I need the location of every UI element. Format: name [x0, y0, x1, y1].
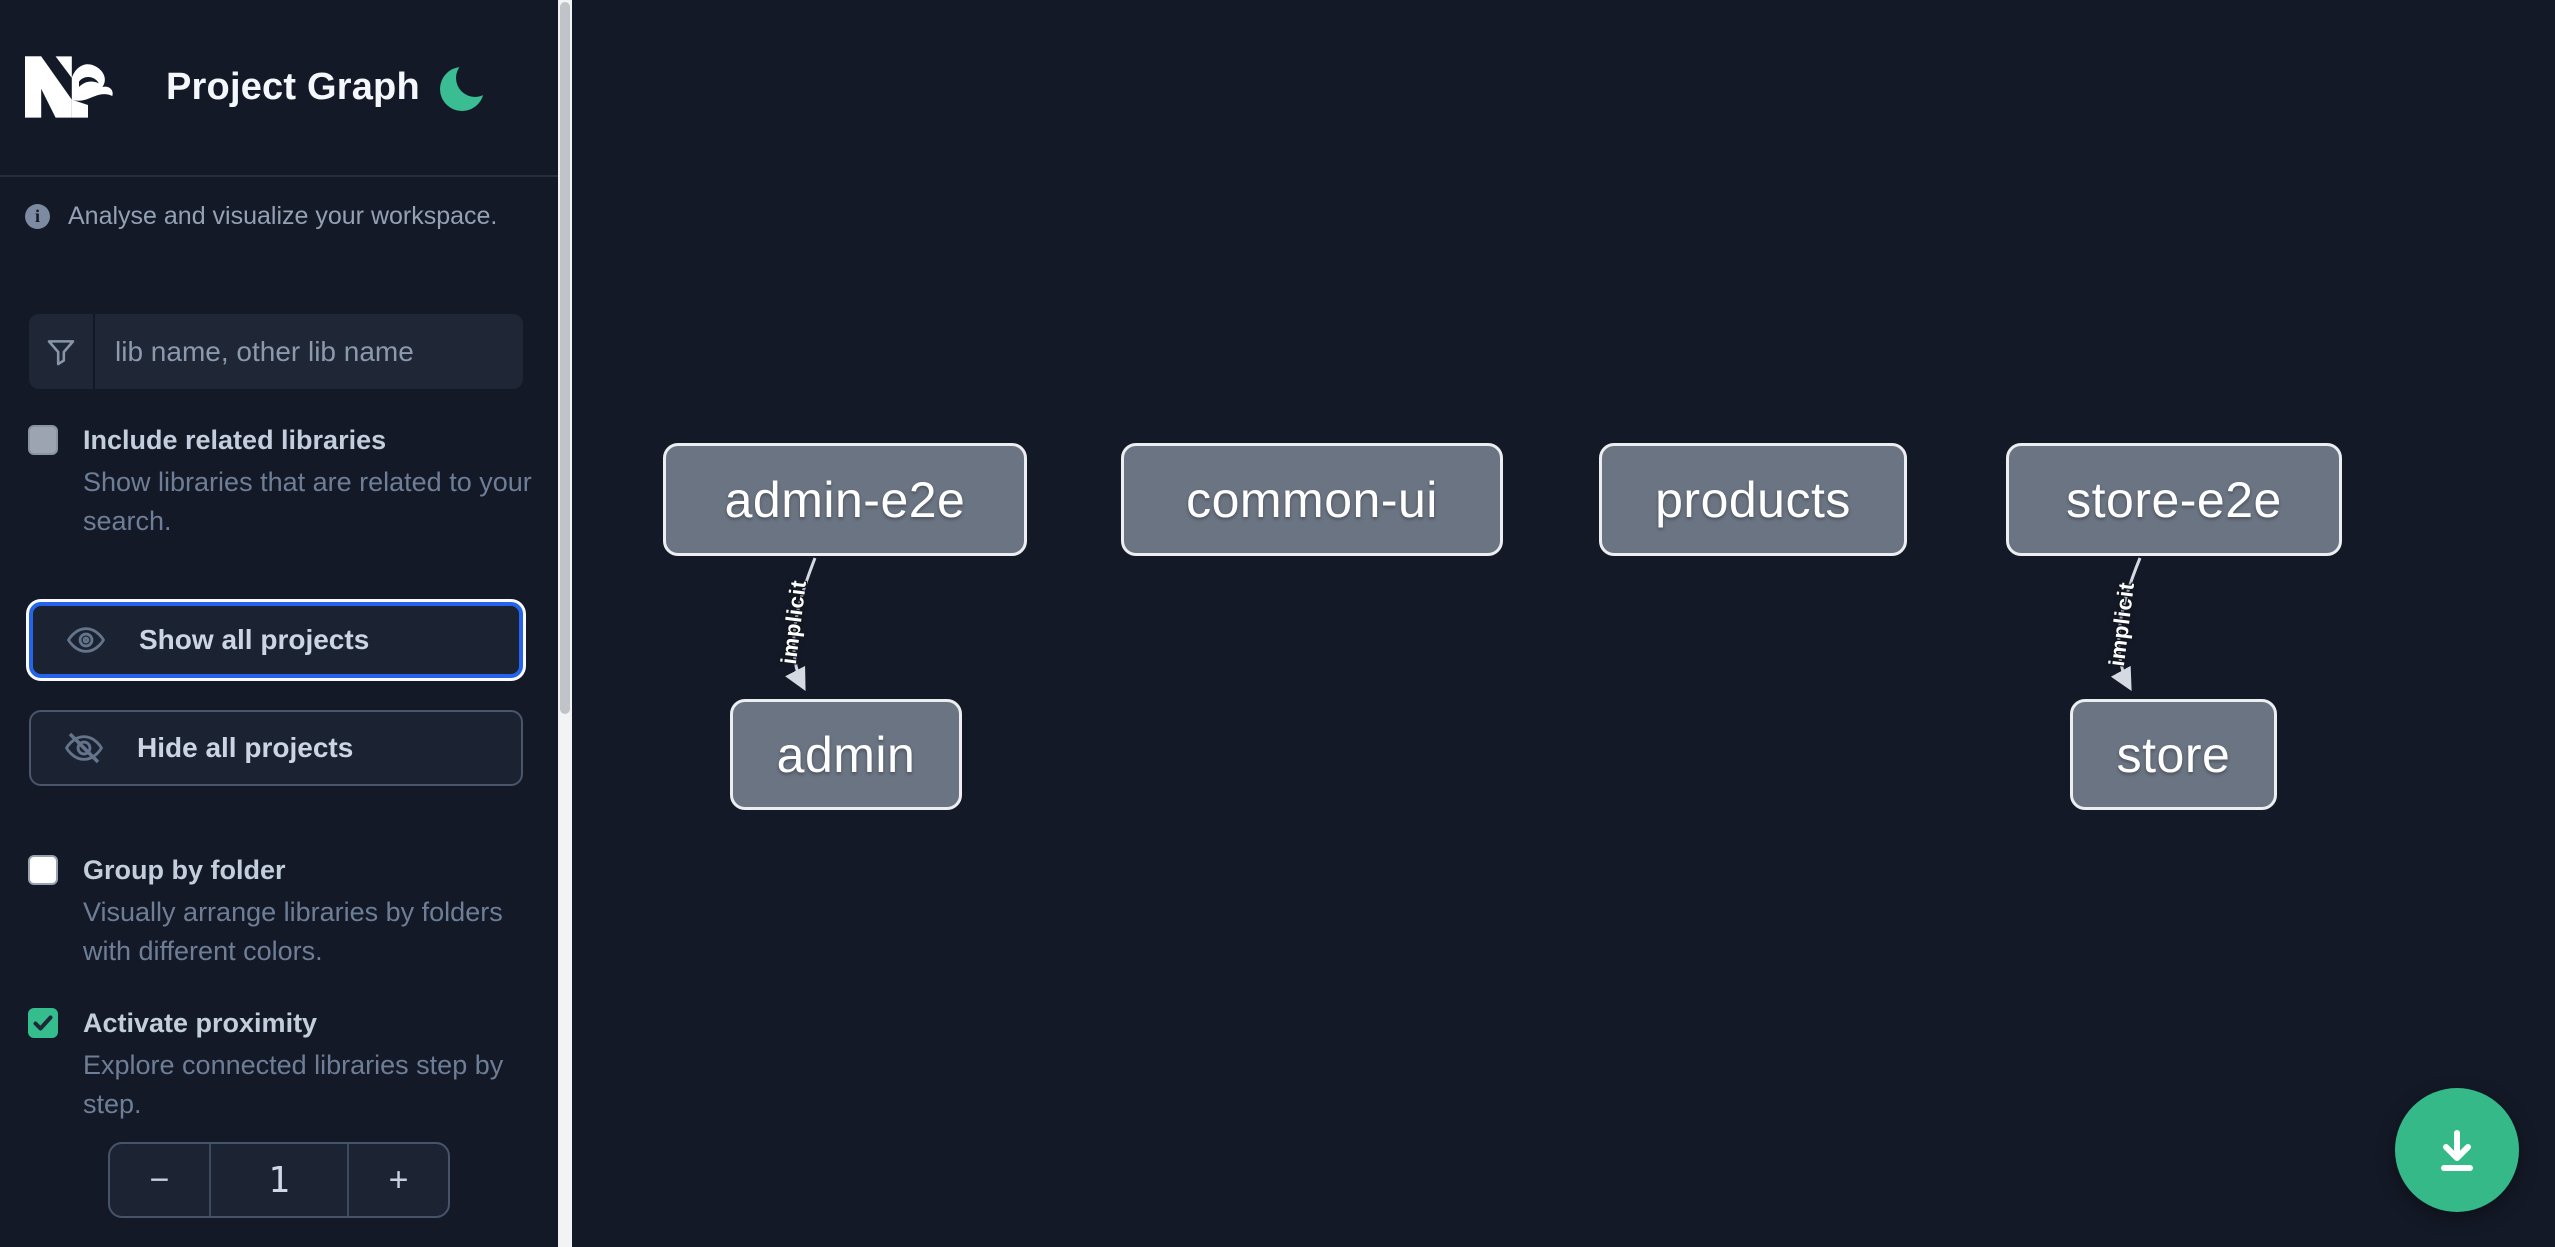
eye-off-icon	[64, 732, 104, 764]
tagline-text: Analyse and visualize your workspace.	[68, 202, 498, 230]
download-graph-button[interactable]	[2395, 1088, 2519, 1212]
show-all-projects-label: Show all projects	[139, 624, 370, 655]
project-node-admin[interactable]: admin	[730, 699, 962, 810]
sidebar: Project Graph i Analyse and visualize yo…	[0, 0, 572, 1247]
edge-admin-e2e-to-admin[interactable]	[785, 557, 817, 691]
sidebar-scrollbar-thumb[interactable]	[560, 2, 570, 714]
show-all-projects-button[interactable]: Show all projects	[29, 602, 523, 678]
option-description: Explore connected libraries step by step…	[83, 1050, 504, 1119]
project-node-admin-e2e[interactable]: admin-e2e	[663, 443, 1027, 556]
app-title: Project Graph	[166, 66, 420, 108]
filter-input[interactable]	[95, 314, 523, 389]
theme-toggle-button[interactable]	[436, 58, 494, 116]
option-label[interactable]: Activate proximity	[83, 1008, 318, 1038]
activate-proximity-checkbox[interactable]	[28, 1008, 58, 1038]
project-node-store[interactable]: store	[2070, 699, 2277, 810]
decrement-button[interactable]: −	[110, 1144, 209, 1216]
include-related-checkbox[interactable]	[28, 425, 58, 455]
tagline-row: i Analyse and visualize your workspace.	[25, 202, 535, 231]
graph-edges	[785, 557, 2142, 691]
group-by-folder-checkbox[interactable]	[28, 855, 58, 885]
sidebar-scrollbar[interactable]	[558, 0, 572, 1247]
option-label[interactable]: Include related libraries	[83, 425, 387, 455]
project-node-common-ui[interactable]: common-ui	[1121, 443, 1503, 556]
edge-store-e2e-to-store[interactable]	[2110, 557, 2142, 691]
eye-icon	[66, 627, 106, 653]
increment-button[interactable]: +	[349, 1144, 448, 1216]
option-activate-proximity: Activate proximity Explore connected lib…	[28, 1006, 533, 1124]
project-node-store-e2e[interactable]: store-e2e	[2006, 443, 2342, 556]
option-label[interactable]: Group by folder	[83, 855, 286, 885]
filter-box	[29, 314, 523, 389]
option-include-related-libraries: Include related libraries Show libraries…	[28, 423, 533, 541]
filter-funnel-icon	[47, 339, 75, 365]
sidebar-header: Project Graph	[0, 0, 558, 177]
option-group-by-folder: Group by folder Visually arrange librari…	[28, 853, 533, 971]
download-icon	[2441, 1130, 2473, 1171]
info-icon: i	[25, 204, 50, 229]
hide-all-projects-label: Hide all projects	[137, 732, 354, 763]
funnel-cell	[29, 314, 95, 389]
nx-logo	[25, 56, 113, 118]
graph-canvas[interactable]: implicit implicit admin-e2e common-ui pr…	[572, 0, 2555, 1247]
option-description: Show libraries that are related to your …	[83, 467, 532, 536]
hide-all-projects-button[interactable]: Hide all projects	[29, 710, 523, 786]
check-icon	[33, 1015, 53, 1031]
option-description: Visually arrange libraries by folders wi…	[83, 897, 503, 966]
project-node-products[interactable]: products	[1599, 443, 1907, 556]
moon-icon	[440, 58, 494, 111]
proximity-depth-stepper: − 1 +	[108, 1142, 450, 1218]
proximity-depth-value[interactable]: 1	[209, 1144, 349, 1216]
